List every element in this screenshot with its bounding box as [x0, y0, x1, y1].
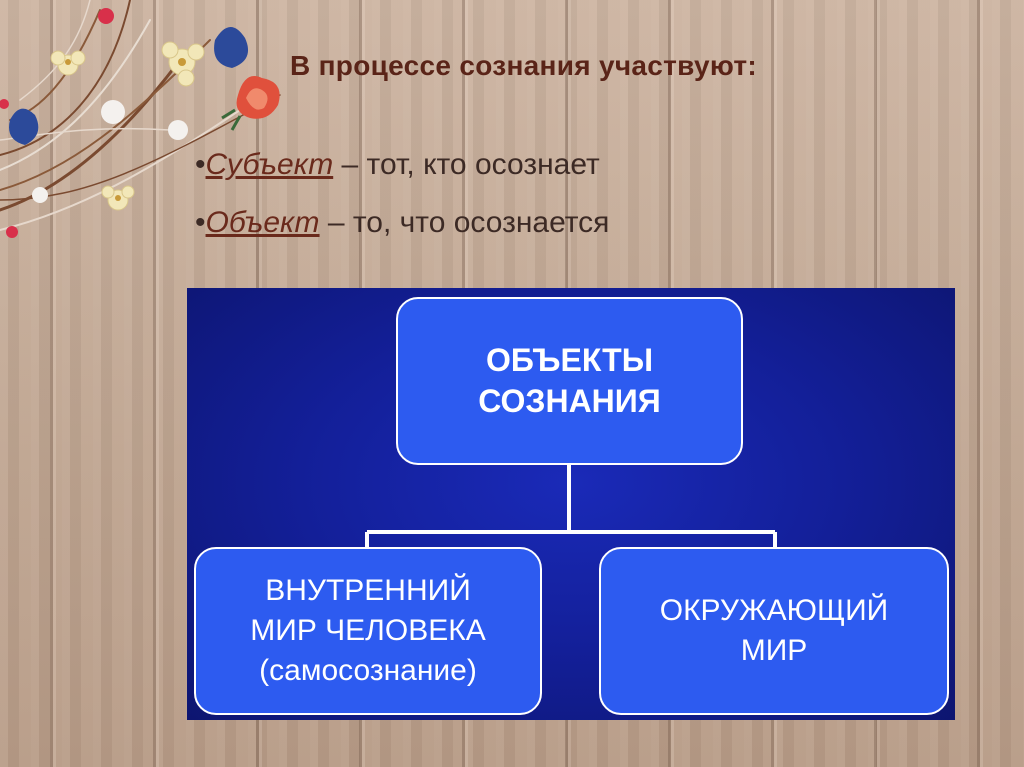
definition-object: – то, что осознается	[319, 206, 610, 239]
term-object: Объект	[205, 206, 320, 239]
bullet-object: •Объект – то, что осознается	[195, 206, 610, 239]
node-top-line2: СОЗНАНИЯ	[478, 383, 661, 419]
node-right-line2: МИР	[740, 634, 808, 667]
term-subject: Субъект	[205, 148, 334, 181]
floral-wreath-decoration	[0, 0, 281, 238]
node-left-line2: МИР ЧЕЛОВЕКА	[250, 614, 486, 647]
node-objects-of-consciousness: ОБЪЕКТЫ СОЗНАНИЯ	[396, 297, 743, 465]
slide-title: В процессе сознания участвуют:	[290, 50, 758, 81]
node-right-line1: ОКРУЖАЮЩИЙ	[659, 594, 889, 627]
bullet-subject: •Субъект – тот, кто осознает	[195, 148, 600, 181]
node-inner-world: ВНУТРЕННИЙ МИР ЧЕЛОВЕКА (самосознание)	[194, 547, 542, 715]
node-left-line3: (самосознание)	[259, 654, 477, 687]
node-surrounding-world: ОКРУЖАЮЩИЙ МИР	[599, 547, 949, 715]
node-left-line1: ВНУТРЕННИЙ	[265, 574, 471, 607]
node-top-line1: ОБЪЕКТЫ	[485, 342, 654, 378]
diagram-panel: ОБЪЕКТЫ СОЗНАНИЯ ВНУТРЕННИЙ МИР ЧЕЛОВЕКА…	[187, 288, 955, 720]
bullet-list: •Субъект – тот, кто осознает •Объект – т…	[195, 143, 995, 259]
diagram-connectors	[365, 465, 777, 547]
definition-subject: – тот, кто осознает	[333, 148, 600, 181]
